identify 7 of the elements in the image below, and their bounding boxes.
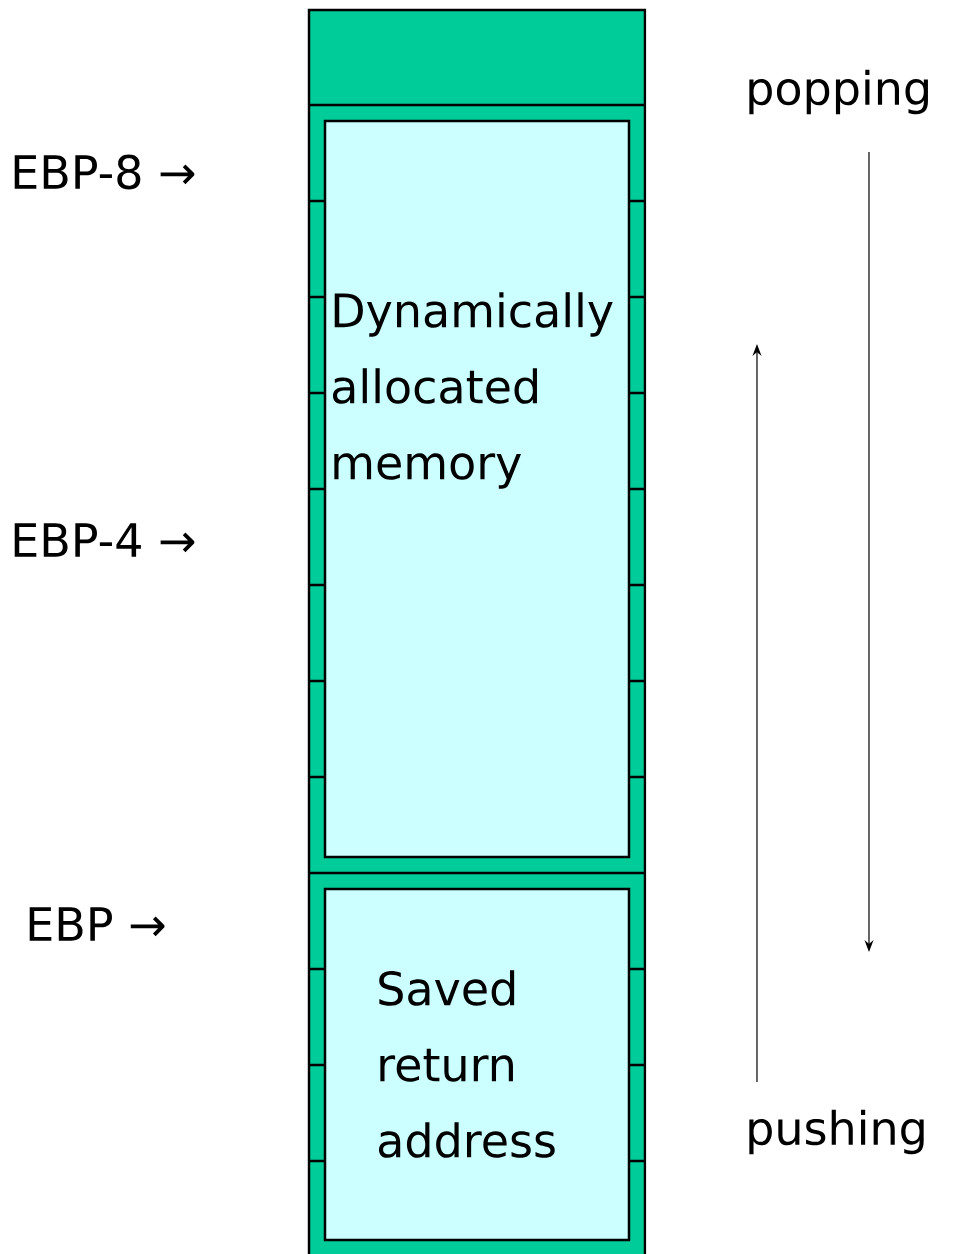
- direction-label: popping: [749, 69, 928, 115]
- memory-block: Dynamically allocated memory: [323, 119, 631, 859]
- pointer-label: EBP →: [29, 907, 165, 941]
- memory-block: Saved return address: [323, 887, 631, 1242]
- pointer-label: EBP-8 →: [14, 154, 195, 190]
- direction-label: pushing: [749, 1109, 924, 1155]
- pointer-label: EBP-4 →: [14, 523, 195, 557]
